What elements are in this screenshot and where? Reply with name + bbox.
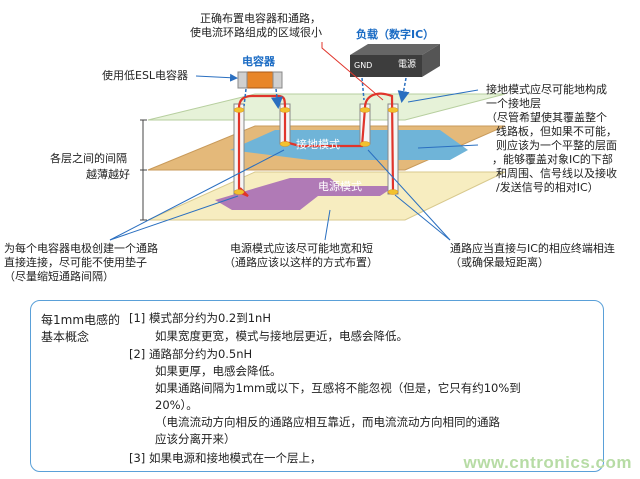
right-note-4: 线路板，但如果不可能， [496,125,617,138]
concept-line-6: 20%）。 [155,398,198,412]
right-note-5: 则应该为一个平整的层面 [496,139,617,152]
watermark: www.cntronics.com [463,453,632,472]
low-esl-label: 使用低ESL电容器 [102,69,189,82]
top-note-line-2: 使电流环路组成的区域很小 [190,26,322,39]
bottom-right-note-2: （或确保最短距离） [450,256,549,269]
concept-title-1: 每1mm电感的 [41,313,121,327]
concept-line-2: 如果宽度更宽，模式与接地层更近，电感会降低。 [155,329,408,343]
bottom-mid-note-1: 电源模式应该尽可能地宽和短 [230,242,373,255]
right-note-1: 接地模式应尽可能地构成 [486,83,607,96]
spacing-brace-upper [140,119,147,171]
capacitor-icon [237,71,283,89]
concept-line-4: 如果更厚，电感会降低。 [155,364,282,378]
ic-chip-icon [350,44,440,77]
power-pattern-label: 电源模式 [318,180,362,193]
bottom-left-note-1: 为每个电容器电极创建一个通路 [4,242,158,255]
power-pattern [215,178,395,210]
load-chip-label: 负载（数字IC） [356,28,435,41]
bottom-left-note-3: （尽量缩短通路间隔） [4,270,114,283]
right-note-6: ，能够覆盖对象IC的下部 [492,153,613,166]
spacing-brace-lower [140,169,147,221]
concept-line-3: [2] 通路部分约为0.5nH [129,347,253,361]
pcb-layer-diagram [109,42,506,241]
power-pin-label: 電源 [398,60,417,70]
right-note-7: 和周围、信号线以及接收 [496,167,617,180]
capacitor-label: 电容器 [242,55,275,68]
concept-line-1: [1] 模式部分约为0.2到1nH [129,311,271,325]
bottom-right-note-1: 通路应当直接与IC的相应终端相连 [450,242,615,255]
concept-line-7: （电流流动方向相反的通路应相互靠近，而电流流动方向相同的通路 [155,415,500,429]
layer-spacing-line-2: 越薄越好 [86,168,130,181]
top-note-line-1: 正确布置电容器和通路， [200,12,321,25]
concept-line-5: 如果通路间隔为1mm或以下，互感将不能忽视（但是，它只有约10%到 [155,381,521,395]
inductance-concept-box: 每1mm电感的 基本概念 [1] 模式部分约为0.2到1nH 如果宽度更宽，模式… [30,300,604,472]
ground-pattern-label: 接地模式 [296,138,340,151]
concept-line-8: 应该分离开来） [155,432,236,446]
top-layer [147,93,506,121]
right-note-2: 一个接地层 [486,97,541,110]
layer-spacing-line-1: 各层之间的间隔 [50,152,127,165]
right-note-3: （尽管希望使其覆盖整个 [486,111,607,124]
gnd-pin-label: GND [354,61,373,70]
bottom-mid-note-2: （通路应该以这样的方式布置） [224,256,378,269]
concept-title-2: 基本概念 [41,330,90,344]
right-note-8: /发送信号的相对IC） [496,181,599,194]
concept-line-9: [3] 如果电源和接地模式在一个层上， [129,451,322,465]
bottom-left-note-2: 直接连接，尽可能不使用垫子 [4,256,147,269]
